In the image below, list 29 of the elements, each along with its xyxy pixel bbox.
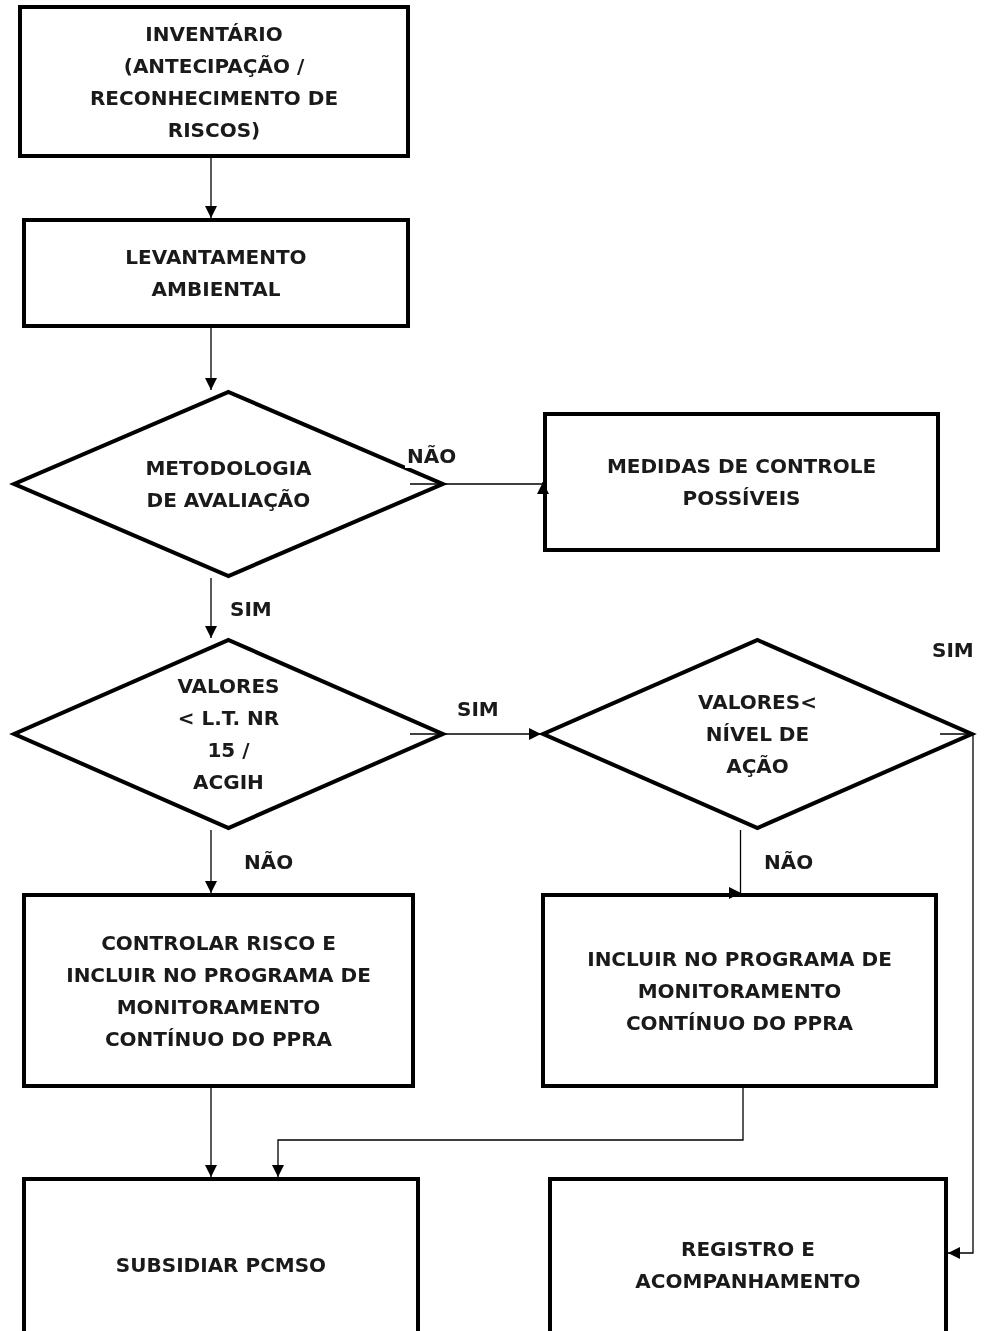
node-text: VALORES < L.T. NR 15 / ACGIH [177,673,280,796]
node-text: CONTROLAR RISCO E INCLUIR NO PROGRAMA DE MONITORAMENTO CONTÍNUO DO PPRA [66,929,371,1053]
node-text: MEDIDAS DE CONTROLE POSSÍVEIS [605,453,878,512]
arrow [205,1087,217,1178]
process-box [548,1177,948,1331]
arrow [205,577,217,639]
process-box [543,412,940,552]
node-text: METODOLOGIA DE AVALIAÇÃO [145,455,312,514]
process-box [22,893,415,1088]
arrow [205,829,217,894]
decision-diamond [12,638,445,830]
decision-diamond [541,638,974,830]
node-text: INVENTÁRIO (ANTECIPAÇÃO / RECONHECIMENTO DE RISCOS) [88,20,340,144]
process-box [541,893,938,1088]
node-text: INCLUIR NO PROGRAMA DE MONITORAMENTO CONTÍNUO DO PPRA [586,945,893,1037]
arrow [409,728,542,740]
process-box [18,5,410,158]
arrow [409,481,549,494]
process-box [22,218,410,328]
node-text: VALORES< NÍVEL DE AÇÃO [698,689,817,780]
arrow [939,733,974,1259]
arrow [205,157,217,219]
edge-label: NÃO [405,444,459,468]
node-text: SUBSIDIAR PCMSO [115,1251,327,1279]
node-text: REGISTRO E ACOMPANHAMENTO [634,1235,862,1295]
arrow [205,327,217,391]
node-text: LEVANTAMENTO AMBIENTAL [124,244,308,303]
arrow [272,1087,744,1178]
process-box [22,1177,420,1331]
